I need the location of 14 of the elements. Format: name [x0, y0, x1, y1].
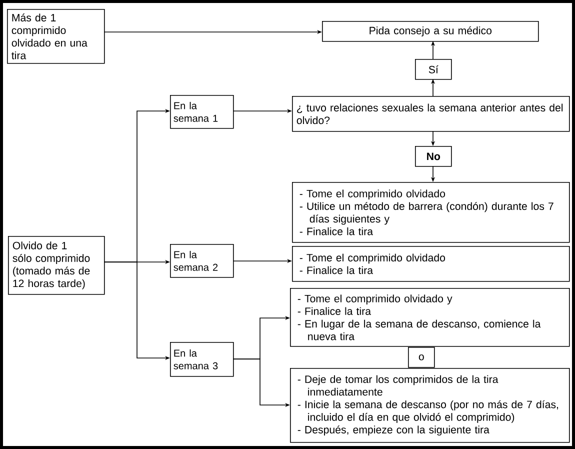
question-box: ¿ tuvo relaciones sexuales la semana anterior antes del olvido?	[292, 96, 570, 132]
instruction-box: - Deje de tomar los comprimidos de la tira inmediatamente - Inicie la semana de descanso (por no más de 7 días, incluido el día en que olvidó el comprimido) - Después, empieze con la siguiente tira	[290, 368, 570, 443]
outcome-box: Pida consejo a su médico	[322, 21, 539, 42]
condition-box: Olvido de 1 sólo comprimido (tomado más de 12 horas tarde)	[8, 236, 105, 295]
instruction-box: - Tome el comprimido olvidado y - Finalice la tira - En lugar de la semana de descanso, comience la nueva tira	[290, 288, 570, 347]
option-box: o	[408, 347, 435, 368]
instruction-box: - Tome el comprimido olvidado - Utilice un método de barrera (condón) durante los 7 días siguientes y - Finalice la tira	[292, 182, 570, 243]
answer-box: No	[415, 146, 452, 167]
week-box: En la semana 3	[170, 342, 234, 377]
week-box: En la semana 2	[170, 244, 234, 278]
answer-box: Sí	[415, 59, 452, 80]
week-box: En la semana 1	[170, 95, 234, 129]
condition-box: Más de 1 comprimido olvidado en una tira	[7, 9, 105, 64]
instruction-box: - Tome el comprimido olvidado - Finalice la tira	[292, 246, 570, 282]
